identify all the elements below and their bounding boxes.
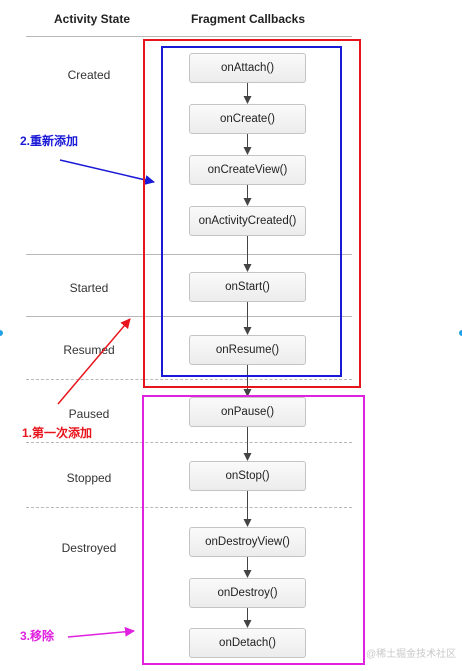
resize-handle-right[interactable]	[459, 330, 462, 336]
state-destroyed: Destroyed	[61, 541, 117, 555]
callback-onattach: onAttach()	[189, 53, 306, 83]
callback-onactivitycreated: onActivityCreated()	[189, 206, 306, 236]
watermark: @稀土掘金技术社区	[366, 649, 457, 660]
callback-onpause: onPause()	[189, 397, 306, 427]
state-created: Created	[67, 68, 111, 82]
remove-highlight-box	[142, 395, 365, 665]
callback-onresume: onResume()	[189, 335, 306, 365]
callback-ondestroyview: onDestroyView()	[189, 527, 306, 557]
activity-state-header: Activity State	[53, 12, 131, 26]
state-resumed: Resumed	[63, 343, 115, 357]
callback-onstart: onStart()	[189, 272, 306, 302]
remove-annotation: 3.移除	[20, 629, 55, 643]
divider-paused-stopped	[26, 442, 352, 443]
header-divider	[26, 36, 352, 37]
first-add-highlight-box	[143, 39, 361, 388]
divider-resumed-paused	[26, 379, 352, 380]
callback-onstop: onStop()	[189, 461, 306, 491]
readd-annotation: 2.重新添加	[20, 134, 79, 148]
divider-created-started	[26, 254, 352, 255]
state-paused: Paused	[68, 407, 110, 421]
callback-ondestroy: onDestroy()	[189, 578, 306, 608]
callback-ondetach: onDetach()	[189, 628, 306, 658]
first-add-pointer-arrow	[57, 318, 131, 405]
fragment-callbacks-header: Fragment Callbacks	[190, 12, 306, 26]
readd-highlight-box	[161, 46, 342, 377]
divider-stopped-destroyed	[26, 507, 352, 508]
callback-oncreate: onCreate()	[189, 104, 306, 134]
remove-pointer-arrow	[67, 626, 135, 638]
readd-pointer-arrow	[59, 159, 155, 185]
callback-oncreateview: onCreateView()	[189, 155, 306, 185]
state-started: Started	[69, 281, 109, 295]
first-add-annotation: 1.第一次添加	[22, 426, 93, 440]
resize-handle-left[interactable]	[0, 330, 3, 336]
divider-started-resumed	[26, 316, 352, 317]
state-stopped: Stopped	[66, 471, 112, 485]
